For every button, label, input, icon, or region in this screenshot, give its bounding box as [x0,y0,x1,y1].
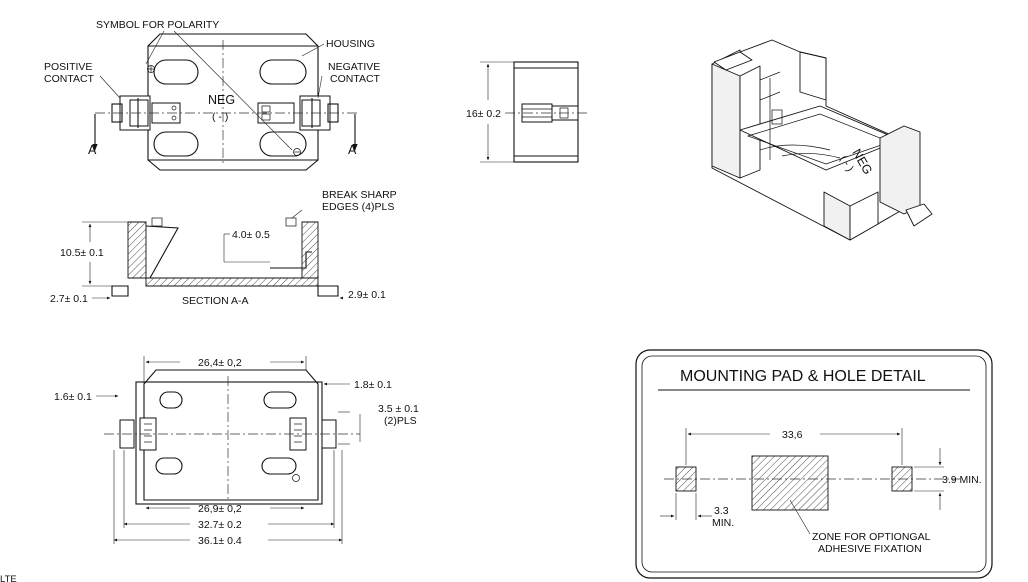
bottom-view: 26,4± 0,2 1.6± 0.1 1.8± 0.1 3.5 ± 0.1 (2… [0,356,419,582]
mounting-pad-detail: MOUNTING PAD & HOLE DETAIL 33,6 3.9 MIN.… [635,349,993,579]
dim-pad-size: 3.9 MIN. [942,474,982,486]
label-negative: NEGATIVE [328,61,380,73]
dim-right-tab: 1.8± 0.1 [354,379,392,391]
section-view: 10.5± 0.1 4.0± 0.5 2.7± 0.1 2.9± 0.1 SEC… [50,189,397,307]
label-positive-contact: CONTACT [44,73,95,85]
dim-section-right: 2.9± 0.1 [348,289,386,301]
dim-section-depth: 4.0± 0.5 [232,229,270,241]
side-view: 16± 0.2 [466,61,590,163]
dim-pad-spacing: 33,6 [782,429,803,441]
label-zone-adhesive: ADHESIVE FIXATION [818,543,922,555]
label-section-aa: SECTION A-A [182,295,249,307]
detail-inner-frame [641,355,987,573]
label-symbol-polarity: SYMBOL FOR POLARITY [96,19,219,31]
dim-pad-gap: 3.3 [714,505,729,517]
dim-pin-count: (2)PLS [384,415,417,427]
detail-outer-frame [635,349,993,579]
polarity-plus-symbol [147,65,155,73]
dim-left-tab: 1.6± 0.1 [54,391,92,403]
dim-overall-width: 36.1± 0.4 [198,535,242,547]
slot-top-left [153,59,199,85]
label-neg: NEG [208,93,235,107]
dim-inner-width: 26,9± 0,2 [198,503,242,515]
label-zone: ZONE FOR OPTIONGAL [812,531,931,543]
dim-section-left: 2.7± 0.1 [50,293,88,305]
label-section-a-right: A [348,143,357,157]
isometric-view: NEG ( - ) [711,39,933,241]
label-bottom-cut: LTE [0,574,17,582]
label-housing: HOUSING [326,38,375,50]
top-view: SYMBOL FOR POLARITY HOUSING POSITIVE CON… [44,19,381,171]
adhesive-zone [751,455,829,511]
slot-top-right [259,59,307,85]
dim-side-height: 16± 0.2 [466,108,501,120]
slot-bottom-left [153,131,199,157]
label-neg-sign: ( - ) [212,111,228,123]
dim-top-width: 26,4± 0,2 [198,357,242,369]
dim-section-height: 10.5± 0.1 [60,247,104,259]
dim-mid-width: 32.7± 0.2 [198,519,242,531]
pad-left [675,466,697,492]
label-break-edges-count: EDGES (4)PLS [322,201,394,213]
label-positive: POSITIVE [44,61,92,73]
dim-pad-gap-min: MIN. [712,517,734,529]
dim-pin-width: 3.5 ± 0.1 [378,403,419,415]
label-negative-contact: CONTACT [330,73,381,85]
slot-bottom-right [259,131,307,157]
polarity-minus-symbol [293,148,301,156]
mounting-title: MOUNTING PAD & HOLE DETAIL [680,368,926,385]
pad-right [891,466,913,492]
label-section-a-left: A [88,143,97,157]
label-break-edges: BREAK SHARP [322,189,397,201]
